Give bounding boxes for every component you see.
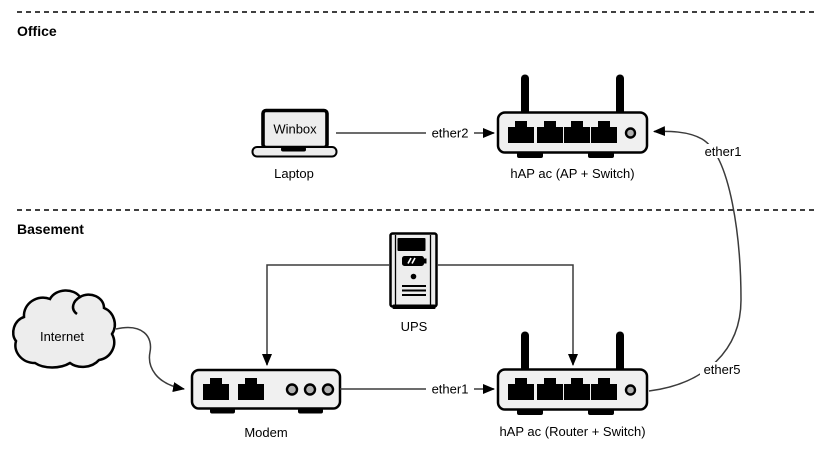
- label-bg: [700, 362, 745, 375]
- ups-display: [397, 238, 426, 251]
- ap-switch-label: hAP ac (AP + Switch): [510, 166, 634, 181]
- battery-icon: [402, 256, 427, 266]
- edge-modem-to-router-label: ether1: [432, 382, 469, 397]
- foot-right: [298, 408, 323, 414]
- main-router-label: hAP ac (Router + Switch): [499, 424, 645, 439]
- antenna-left: [521, 74, 529, 118]
- edge-router-uplink-curve: [648, 126, 742, 392]
- antenna-right: [616, 74, 624, 118]
- internet-label: Internet: [40, 329, 84, 344]
- foot-left: [210, 408, 235, 414]
- laptop-base-notch: [281, 147, 306, 152]
- edge-internet-to-modem: [115, 326, 185, 392]
- power-led: [624, 384, 637, 396]
- foot-left: [517, 408, 543, 415]
- ups-power-button: [410, 273, 417, 280]
- modem-ports: [203, 378, 264, 400]
- laptop-label: Laptop: [274, 166, 314, 181]
- ap-switch-icon: [496, 74, 649, 158]
- power-led: [624, 127, 637, 139]
- office-region-label: Office: [17, 23, 57, 39]
- foot-left: [517, 151, 543, 158]
- label-bg: [701, 144, 746, 158]
- modem-icon: [190, 368, 342, 414]
- ups-label: UPS: [401, 319, 428, 334]
- edge-laptop-to-ap-label: ether2: [432, 126, 469, 141]
- edge-ap-uplink-label: ether1: [705, 144, 742, 159]
- main-router-icon: [496, 331, 649, 415]
- edge-ups-to-router: [437, 264, 578, 366]
- antenna-left: [521, 331, 529, 375]
- modem-label: Modem: [244, 425, 287, 440]
- laptop-screen-text: Winbox: [273, 122, 317, 137]
- ups-vent-grille: [402, 285, 426, 296]
- internet-cloud-icon: [12, 289, 116, 369]
- foot-right: [588, 408, 614, 415]
- cloud-outline: [12, 289, 116, 369]
- edge-ups-to-modem: [262, 264, 390, 366]
- ups-icon: [389, 232, 438, 309]
- basement-region-label: Basement: [17, 221, 84, 237]
- antenna-right: [616, 331, 624, 375]
- cloud-crease: [71, 295, 81, 316]
- edge-router-uplink-label: ether5: [704, 362, 741, 377]
- foot-right: [588, 151, 614, 158]
- ethernet-ports: [508, 378, 617, 400]
- modem-leds: [285, 383, 335, 396]
- ethernet-ports: [508, 121, 617, 143]
- ups-base: [392, 304, 436, 309]
- laptop-icon: [251, 108, 338, 158]
